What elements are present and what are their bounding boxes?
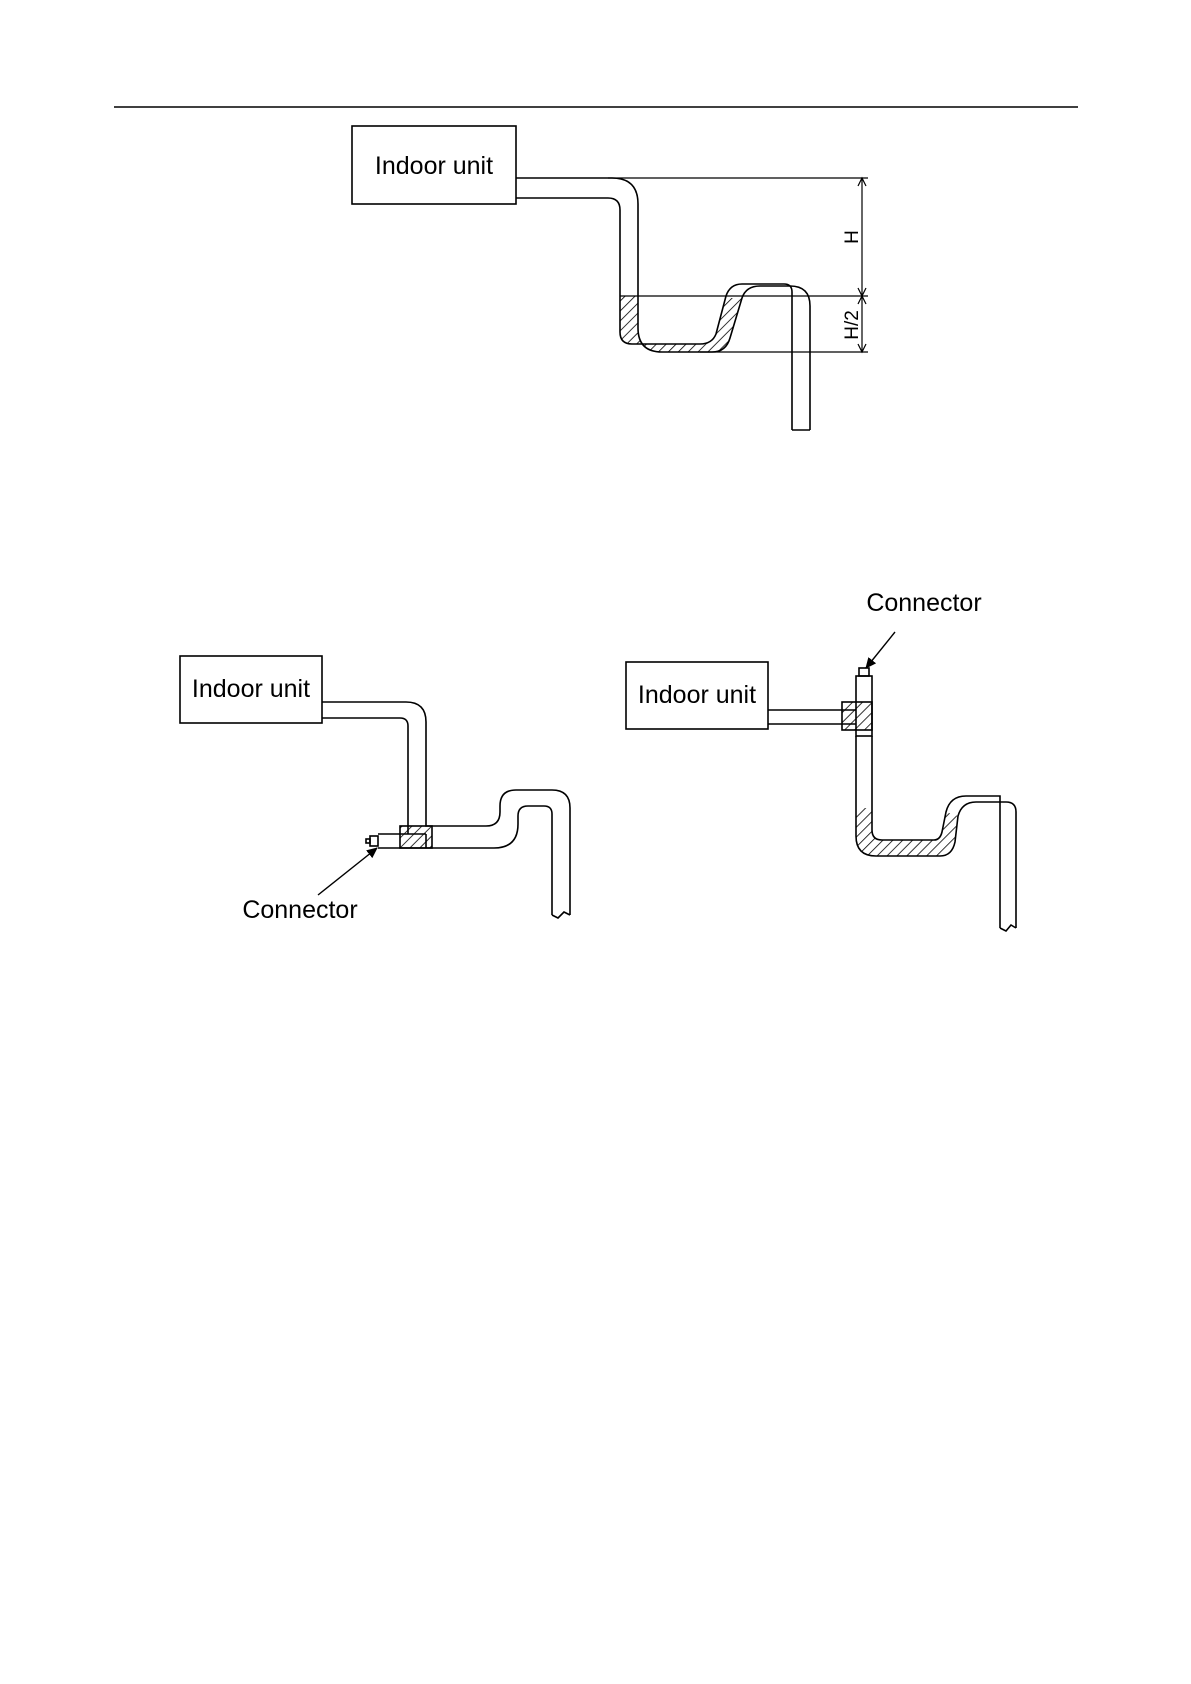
dimension-h2-label: H/2 <box>842 310 863 340</box>
drain-pipe-inner <box>966 796 1000 928</box>
dimension-h-label: H <box>842 230 863 244</box>
drain-pipe-inner <box>516 198 792 430</box>
drain-pipe-outer <box>322 702 570 915</box>
connector-tip <box>366 839 370 843</box>
connector-pointer-arrow <box>318 848 377 895</box>
indoor-unit-label: Indoor unit <box>192 675 310 703</box>
connector-pointer-arrow <box>866 632 895 668</box>
drain-pipe-outer <box>856 736 1016 928</box>
indoor-unit-label: Indoor unit <box>638 681 756 709</box>
connector-label: Connector <box>242 896 357 924</box>
drain-pipe-outer <box>516 178 810 430</box>
water-trap-fill <box>856 808 958 856</box>
connector-joint-fill <box>842 702 872 730</box>
drain-pipe-inner <box>378 806 552 915</box>
pipe-break-end <box>1000 925 1016 931</box>
connector-joint-fill <box>400 826 432 848</box>
drain-pipe-inner <box>322 718 408 834</box>
pipe-break-end <box>552 912 570 918</box>
connector-tip <box>859 668 869 676</box>
indoor-unit-label: Indoor unit <box>375 152 493 180</box>
connector <box>370 836 378 846</box>
connector-label: Connector <box>866 589 981 617</box>
